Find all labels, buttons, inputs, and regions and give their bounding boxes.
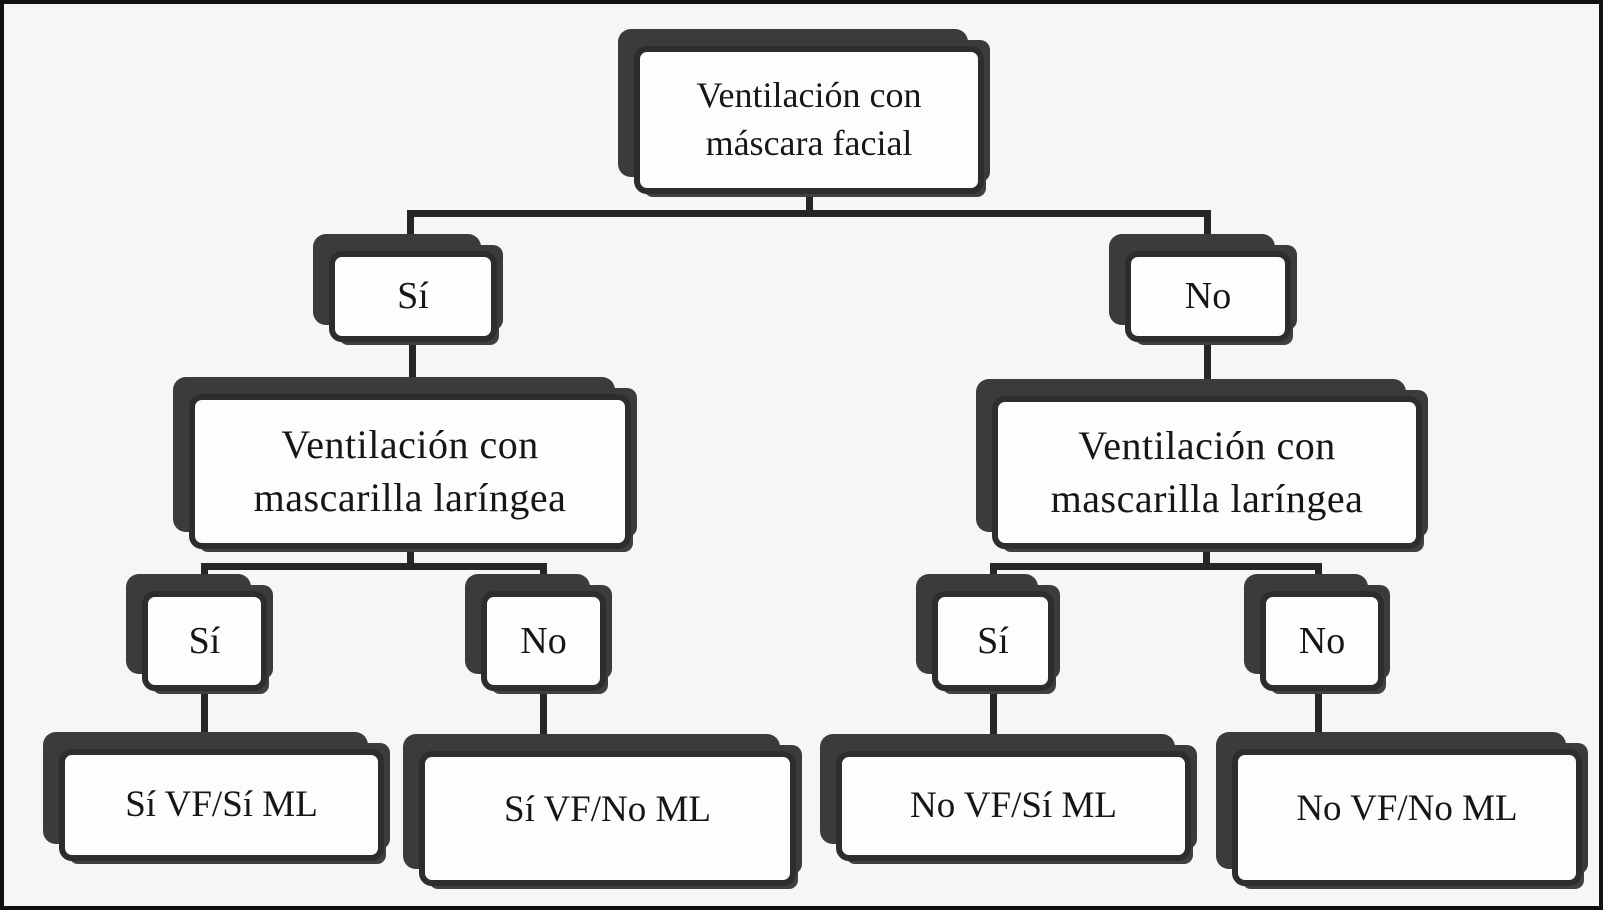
outcome-label: No VF/Sí ML <box>910 784 1117 826</box>
answer-label: No <box>1298 619 1346 662</box>
connector-level1-hline <box>407 210 1211 217</box>
node-root-question: Ventilación con máscara facial <box>634 46 984 194</box>
connector-l2l-no-stub <box>540 563 547 597</box>
node-answer-no-ml-left: No <box>481 591 606 691</box>
node-answer-no-ml-right: No <box>1260 591 1384 691</box>
answer-label: Sí <box>977 619 1009 662</box>
node-answer-no-facial: No <box>1125 251 1291 342</box>
node-root-label: Ventilación con máscara facial <box>696 75 922 163</box>
node-answer-yes-ml-left: Sí <box>142 591 267 691</box>
connector-ml-right-stub <box>1203 544 1210 570</box>
node-question-ml-right: Ventilación con mascarilla laríngea <box>992 396 1422 549</box>
connector-leaf1-stub <box>201 687 208 753</box>
answer-label: No <box>520 619 567 662</box>
node-outcome-no-vf-no-ml: No VF/No ML <box>1232 749 1582 886</box>
connector-no-to-ml-right <box>1204 336 1211 398</box>
connector-l2r-yes-stub <box>990 563 997 597</box>
connector-ml-left-stub <box>407 544 414 570</box>
connector-level2-left-hline <box>201 563 547 570</box>
node-outcome-no-vf-si-ml: No VF/Sí ML <box>836 751 1191 861</box>
node-answer-yes-ml-right: Sí <box>932 591 1054 691</box>
connector-level1-left-stub <box>407 210 414 256</box>
node-outcome-si-vf-si-ml: Sí VF/Sí ML <box>59 749 384 861</box>
connector-root-stub <box>806 190 813 216</box>
connector-level2-right-hline <box>990 563 1322 570</box>
outcome-label: Sí VF/Sí ML <box>125 783 318 825</box>
connector-yes-to-ml-left <box>409 336 416 398</box>
outcome-label: No VF/No ML <box>1296 788 1518 830</box>
node-answer-yes-facial: Sí <box>329 251 497 342</box>
connector-l2l-yes-stub <box>201 563 208 597</box>
node-outcome-si-vf-no-ml: Sí VF/No ML <box>419 751 796 886</box>
connector-leaf4-stub <box>1315 687 1322 753</box>
answer-label: Sí <box>188 619 221 662</box>
connector-l2r-no-stub <box>1315 563 1322 597</box>
node-question-label: Ventilación con mascarilla laríngea <box>1050 422 1364 521</box>
answer-label: No <box>1184 275 1232 318</box>
connector-leaf3-stub <box>990 687 997 755</box>
outcome-label: Sí VF/No ML <box>504 789 711 831</box>
node-question-label: Ventilación con mascarilla laríngea <box>253 421 567 520</box>
answer-label: Sí <box>397 275 429 318</box>
connector-level1-right-stub <box>1204 210 1211 256</box>
connector-leaf2-stub <box>540 687 547 755</box>
node-question-ml-left: Ventilación con mascarilla laríngea <box>189 394 631 549</box>
